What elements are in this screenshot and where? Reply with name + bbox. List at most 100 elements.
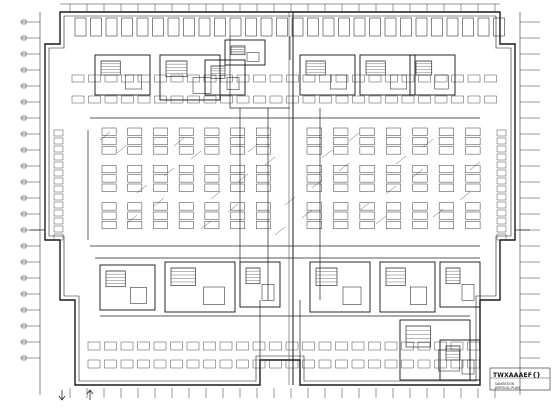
parking-stall — [127, 183, 143, 192]
shaft-box — [203, 286, 225, 305]
stair-box — [230, 45, 246, 56]
parking-stall — [154, 95, 167, 104]
parking-stall — [53, 185, 64, 193]
axis-marker-left — [21, 179, 27, 185]
parking-stall — [230, 146, 245, 155]
parking-stall — [236, 95, 250, 104]
parking-stall — [438, 211, 454, 220]
top-bay — [260, 17, 273, 37]
core-blocks — [74, 17, 505, 381]
parking-stall — [101, 221, 117, 230]
parking-stall — [127, 165, 143, 174]
stair-box — [315, 267, 338, 286]
shaft-box — [410, 286, 427, 305]
parking-stall — [438, 165, 454, 174]
parking-stall — [496, 129, 507, 137]
parking-stall — [306, 137, 322, 146]
top-bay — [493, 17, 505, 37]
parking-stall — [186, 359, 200, 369]
core-block — [309, 261, 371, 313]
parking-stall — [187, 95, 200, 104]
parking-stall — [178, 165, 194, 174]
leader-line — [358, 202, 370, 212]
parking-stall — [236, 359, 249, 369]
parking-stall — [467, 359, 480, 369]
parking-stall — [417, 359, 431, 369]
parking-stall — [219, 359, 233, 369]
parking-stall — [120, 359, 134, 369]
stair-box — [445, 345, 461, 361]
stair-box — [405, 325, 431, 348]
drawing-stamp: TWXAAAEF{} — [493, 372, 542, 379]
parking-stall — [101, 127, 117, 136]
axis-marker-left — [21, 115, 27, 121]
parking-stall — [101, 165, 117, 174]
parking-stall — [306, 211, 322, 220]
parking-stall — [438, 146, 454, 155]
axis-marker-left — [21, 227, 27, 233]
axis-marker-left — [21, 195, 27, 201]
caption-line-1: SANITATION — [495, 382, 514, 386]
leader-line — [469, 161, 481, 171]
parking-stall — [386, 174, 402, 183]
top-bay — [214, 17, 226, 37]
parking-stall — [496, 137, 507, 145]
parking-stall — [306, 202, 322, 211]
parking-stall — [412, 174, 428, 183]
stair-box — [415, 60, 433, 76]
parking-stall — [467, 95, 481, 104]
parking-stall — [352, 95, 365, 104]
parking-stall — [401, 341, 414, 351]
top-bay — [136, 17, 149, 37]
outer-wall — [44, 11, 516, 386]
parking-stall — [203, 341, 216, 351]
parking-stall — [318, 341, 332, 351]
parking-stall — [230, 174, 245, 183]
top-bay — [183, 17, 195, 37]
parking-stall — [53, 177, 64, 185]
axis-marker-left — [21, 339, 27, 345]
parking-stall — [170, 341, 183, 351]
stair-box — [170, 267, 196, 286]
shaft-box — [125, 74, 142, 90]
parking-stall — [153, 183, 168, 192]
top-bay — [291, 17, 304, 37]
parking-stall — [434, 359, 447, 369]
parking-stall — [220, 95, 233, 104]
parking-stall — [256, 127, 271, 136]
parking-stall — [359, 183, 375, 192]
parking-stall — [496, 153, 507, 161]
core-block — [439, 261, 481, 308]
parking-stall — [386, 183, 402, 192]
top-bay — [198, 17, 211, 37]
top-bay — [152, 17, 164, 37]
parking-stall — [384, 341, 398, 351]
parking-stall — [178, 127, 194, 136]
top-bay — [74, 17, 87, 37]
leader-line — [190, 150, 202, 160]
axis-marker-left — [21, 99, 27, 105]
leader-line — [321, 149, 333, 159]
parking-stall — [256, 211, 271, 220]
parking-stall — [496, 233, 507, 241]
core-block — [409, 54, 456, 96]
building-outline — [44, 11, 516, 386]
parking-stall — [256, 174, 271, 183]
parking-stall — [484, 74, 497, 83]
core-block — [94, 54, 151, 96]
parking-stall — [496, 201, 507, 209]
leader-line — [274, 226, 286, 236]
parking-stall — [465, 202, 481, 211]
detail-lines — [30, 36, 551, 401]
parking-stall — [465, 174, 481, 183]
parking-stall — [333, 127, 349, 136]
parking-stall — [53, 161, 64, 169]
shaft-box — [192, 77, 212, 94]
top-bay — [105, 17, 118, 37]
parking-stall — [359, 146, 375, 155]
parking-stall — [204, 202, 220, 211]
parking-stall — [496, 209, 507, 217]
parking-stall — [153, 221, 168, 230]
parking-stall — [306, 183, 322, 192]
axis-marker-left — [21, 35, 27, 41]
